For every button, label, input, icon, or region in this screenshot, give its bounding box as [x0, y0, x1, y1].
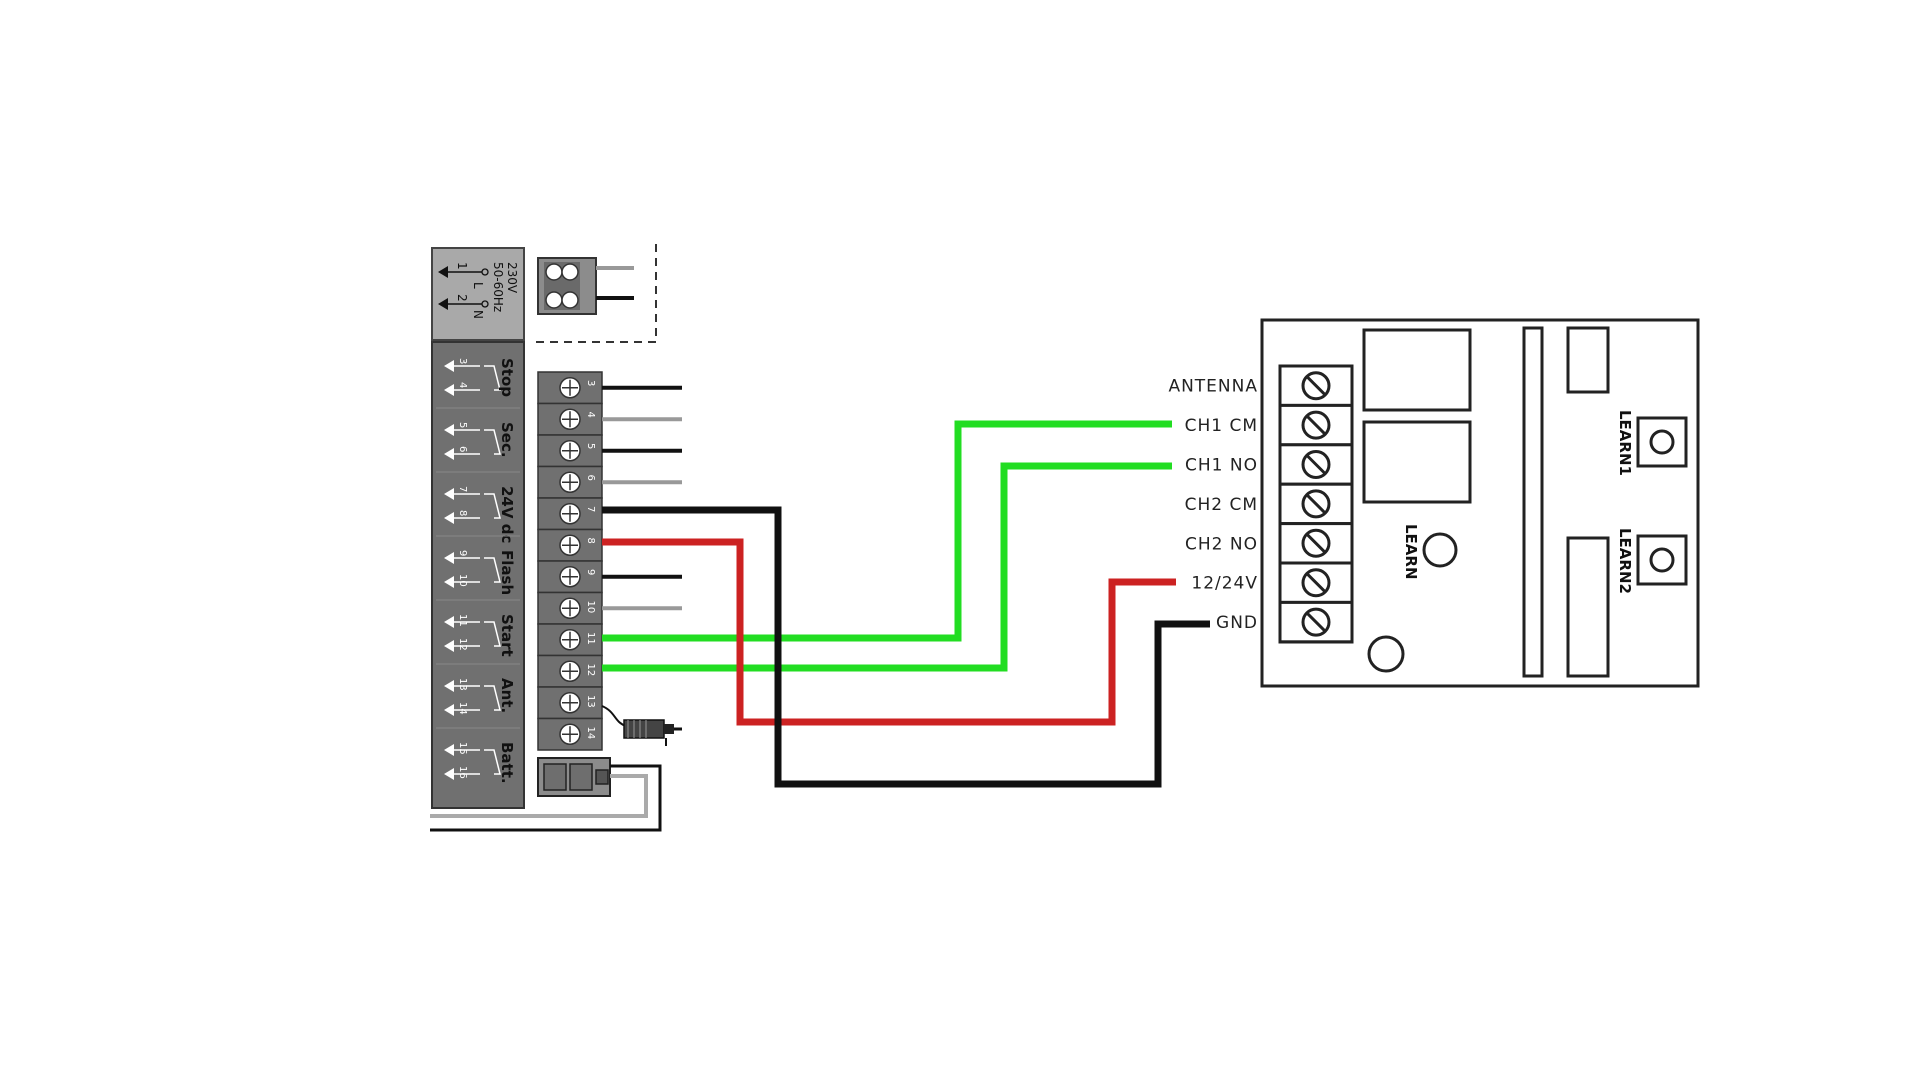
- receiver-terminal-ch1-cm: [1278, 403, 1354, 447]
- group-label: Stop: [498, 358, 516, 397]
- controller-terminal-12: 12: [537, 654, 603, 688]
- slot-connector: [1522, 326, 1544, 678]
- relay-2: [1362, 420, 1472, 504]
- controller-terminal-4: 4: [537, 402, 682, 436]
- wires: [602, 420, 1210, 788]
- learn1-button[interactable]: [1636, 416, 1688, 468]
- controller-terminal-strip: 3 4 5 6 7 8 9 10 11 12 13 14: [537, 371, 682, 751]
- controller-terminal-10: 10: [537, 591, 682, 625]
- mains-pin-2-label: 2: [455, 294, 469, 302]
- learn2-label: LEARN2: [1616, 528, 1634, 594]
- mounting-hole: [1367, 635, 1405, 673]
- mains-frequency-label: 50-60Hz: [491, 262, 505, 312]
- terminal-pin-number: 11: [585, 632, 596, 645]
- wire-start-12-to-ch1-no: [602, 462, 1172, 672]
- receiver-terminal-gnd: [1278, 600, 1354, 644]
- controller-group-3: 7 8 24V dc: [436, 471, 520, 543]
- controller-terminal-14: 14: [537, 717, 603, 751]
- panel-pin-number: 12: [457, 638, 468, 651]
- terminal-pin-number: 7: [585, 506, 596, 512]
- receiver-terminal-label: ANTENNA: [1168, 377, 1258, 397]
- controller-terminal-8: 8: [537, 528, 603, 562]
- component-top: [1566, 326, 1610, 394]
- panel-pin-number: 13: [457, 678, 468, 691]
- controller-terminal-7: 7: [537, 497, 603, 531]
- controller-terminal-13: 13: [537, 686, 603, 720]
- panel-pin-number: 16: [457, 766, 468, 779]
- controller-terminal-11: 11: [537, 623, 603, 657]
- receiver-terminal-label: 12/24V: [1191, 574, 1258, 594]
- group-label: Start: [498, 614, 516, 657]
- terminal-pin-number: 12: [585, 664, 596, 677]
- receiver-terminal-ch2-cm: [1278, 482, 1354, 526]
- antenna-coax-connector: [601, 705, 682, 746]
- controller-group-7: 15 16 Batt.: [436, 727, 520, 784]
- battery-connector: [430, 757, 662, 832]
- mains-n-label: N: [471, 310, 485, 319]
- panel-pin-number: 4: [457, 382, 468, 388]
- controller-group-2: 5 6 Sec.: [436, 407, 520, 460]
- receiver-terminal-12-24v: [1278, 561, 1354, 604]
- learn2-button[interactable]: [1636, 534, 1688, 586]
- wire-start-11-to-ch1-cm: [602, 420, 1172, 642]
- terminal-pin-number: 6: [585, 475, 596, 481]
- receiver-terminal-label: CH2 NO: [1185, 534, 1258, 554]
- controller-terminal-3: 3: [537, 371, 682, 405]
- mains-voltage-label: 230V: [505, 262, 519, 294]
- panel-pin-number: 11: [457, 614, 468, 627]
- controller-terminal-5: 5: [537, 434, 682, 468]
- terminal-pin-number: 13: [585, 695, 596, 708]
- panel-pin-number: 8: [457, 510, 468, 516]
- receiver-terminal-antenna: [1278, 364, 1354, 407]
- panel-pin-number: 15: [457, 742, 468, 755]
- learn-led: [1422, 532, 1458, 568]
- controller-group-1: 3 4 Stop: [444, 358, 516, 397]
- controller-terminal-9: 9: [537, 560, 682, 594]
- receiver-terminal-ch2-no: [1278, 522, 1354, 565]
- group-label: Batt.: [498, 742, 516, 784]
- learn-label: LEARN: [1402, 524, 1420, 580]
- wire-24v-8-to-12-24v: [602, 538, 1176, 726]
- group-label: Ant.: [498, 678, 516, 713]
- group-label: Flash: [498, 550, 516, 595]
- panel-pin-number: 7: [457, 486, 468, 492]
- learn1-label: LEARN1: [1616, 410, 1634, 476]
- terminal-pin-number: 5: [585, 443, 596, 449]
- group-label: Sec.: [498, 422, 516, 458]
- terminal-pin-number: 8: [585, 538, 596, 544]
- controller-terminal-6: 6: [537, 465, 682, 499]
- receiver-terminal-label: GND: [1216, 613, 1258, 633]
- wire-24v-7-to-gnd: [602, 506, 1210, 788]
- group-label: 24V dc: [498, 486, 516, 543]
- panel-pin-number: 10: [457, 574, 468, 587]
- terminal-pin-number: 10: [585, 601, 596, 614]
- mains-terminal-block: [536, 244, 657, 343]
- panel-pin-number: 6: [457, 446, 468, 452]
- component-bottom: [1566, 536, 1610, 678]
- mains-pin-1-label: 1: [455, 262, 469, 270]
- receiver-terminal-label: CH2 CM: [1185, 495, 1258, 515]
- receiver-board: ANTENNA CH1 CM CH1 NO CH2 CM CH2 NO 12/24V GND…: [1168, 318, 1700, 688]
- relay-1: [1362, 328, 1472, 412]
- terminal-pin-number: 9: [585, 569, 596, 575]
- receiver-terminal-label: CH1 CM: [1185, 416, 1258, 436]
- terminal-pin-number: 4: [585, 412, 596, 418]
- panel-pin-number: 14: [457, 702, 468, 715]
- panel-pin-number: 3: [457, 358, 468, 364]
- controller-group-4: 9 10 Flash: [436, 535, 520, 595]
- terminal-pin-number: 14: [585, 727, 596, 740]
- controller-group-5: 11 12 Start: [436, 599, 520, 657]
- mains-l-label: L: [471, 282, 485, 289]
- receiver-terminal-ch1-no: [1278, 443, 1354, 486]
- receiver-terminal-label: CH1 NO: [1185, 456, 1258, 476]
- panel-pin-number: 5: [457, 422, 468, 428]
- panel-pin-number: 9: [457, 550, 468, 556]
- controller-group-6: 13 14 Ant.: [436, 663, 520, 716]
- mains-section: 1 2 L N 230V 50-60Hz: [431, 247, 525, 341]
- terminal-pin-number: 3: [585, 380, 596, 386]
